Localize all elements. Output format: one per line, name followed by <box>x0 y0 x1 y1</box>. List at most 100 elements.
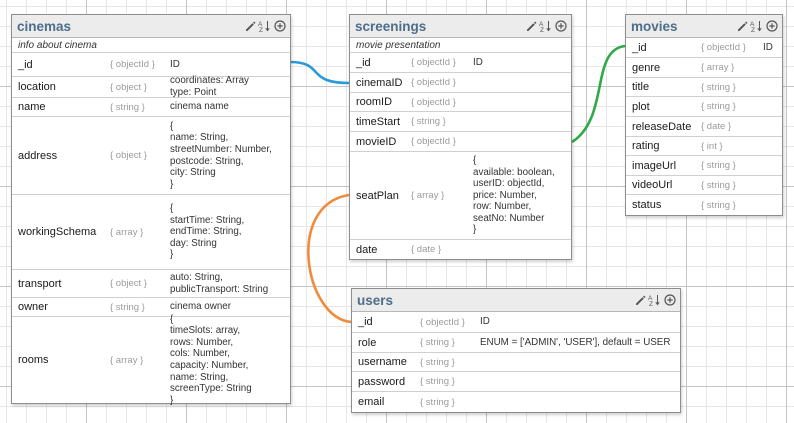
field-name: imageUrl <box>632 159 677 172</box>
svg-text:A: A <box>258 21 263 28</box>
field-row[interactable]: roomID { objectId } <box>350 93 571 112</box>
field-name: role <box>358 336 377 349</box>
field-type: { string } <box>411 116 446 127</box>
field-name: genre <box>632 61 661 74</box>
field-name: _id <box>632 41 647 54</box>
field-row[interactable]: genre{ array } <box>626 58 782 78</box>
pencil-icon[interactable] <box>735 20 748 33</box>
field-name: password <box>358 375 406 388</box>
svg-text:A: A <box>750 21 755 28</box>
field-row[interactable]: _id{ objectId }ID <box>12 53 290 77</box>
field-row[interactable]: imageUrl { string } <box>626 156 782 176</box>
field-note: ID <box>763 41 773 53</box>
field-row[interactable]: name{ string }cinema name <box>12 98 290 117</box>
field-row[interactable]: username { string } <box>352 353 680 372</box>
field-name: movieID <box>356 135 397 148</box>
field-row[interactable]: videoUrl{ string } <box>626 176 782 195</box>
field-row[interactable]: workingSchema{ array }{ startTime: Strin… <box>12 195 290 270</box>
entity-title: movies <box>631 18 678 34</box>
add-circle-icon[interactable] <box>663 294 676 307</box>
field-row[interactable]: status{ string } <box>626 195 782 215</box>
add-circle-icon[interactable] <box>765 20 778 33</box>
entity-description: info about cinema <box>12 38 290 53</box>
field-row[interactable]: date { date } <box>350 240 571 259</box>
field-note: { name: String, streetNumber: Number, po… <box>170 120 272 190</box>
entity-title: cinemas <box>17 18 72 34</box>
field-type: { objectId } <box>411 77 456 88</box>
field-type: { string } <box>420 356 455 368</box>
field-row[interactable]: email{ string } <box>352 392 680 412</box>
field-row[interactable]: plot{ string } <box>626 97 782 117</box>
svg-text:Z: Z <box>259 27 263 32</box>
entity-description: movie presentation <box>350 38 571 53</box>
field-row[interactable]: seatPlan { array } { available: boolean, u… <box>350 152 571 240</box>
field-type: { string } <box>701 160 736 171</box>
field-row[interactable]: transport{ object }auto: String, publicT… <box>12 270 290 298</box>
svg-text:Z: Z <box>649 301 653 306</box>
field-note: ID <box>480 316 490 328</box>
relation-cinemas-screenings[interactable] <box>289 60 350 85</box>
field-note: cinema name <box>170 101 229 113</box>
field-type: { string } <box>420 337 455 348</box>
field-name: rooms <box>18 354 49 366</box>
field-name: roomID <box>356 96 393 108</box>
field-name: date <box>356 243 378 256</box>
relation-screenings-movies[interactable] <box>571 44 626 144</box>
field-type: { string } <box>420 376 455 387</box>
field-row[interactable]: _id{ objectId }ID <box>350 53 571 73</box>
field-row[interactable]: timeStart{ string } <box>350 112 571 132</box>
field-row[interactable]: location{ object }coordinates: Array typ… <box>12 75 290 98</box>
field-type: { array } <box>110 354 144 366</box>
field-note: cinema owner <box>170 301 231 313</box>
field-row[interactable]: rooms { array } { timeSlots: array, rows: … <box>12 314 290 406</box>
field-type: { objectId } <box>411 96 456 108</box>
field-type: { date } <box>411 244 442 255</box>
field-note: { available: boolean, userID: objectId, … <box>473 154 555 236</box>
relation-screenings-users[interactable] <box>307 193 352 324</box>
field-row[interactable]: releaseDate{ date } <box>626 117 782 137</box>
field-type: { array } <box>110 226 144 238</box>
field-row[interactable]: role { string } ENUM = ['ADMIN', 'USER'], … <box>352 333 680 353</box>
field-row[interactable]: _id{ objectId }ID <box>352 312 680 333</box>
field-type: { array } <box>411 190 445 201</box>
add-circle-icon[interactable] <box>554 20 567 33</box>
field-name: releaseDate <box>632 120 692 133</box>
field-row[interactable]: _id { objectId } ID <box>626 38 782 58</box>
svg-text:Z: Z <box>540 27 544 32</box>
pencil-icon[interactable] <box>633 294 646 307</box>
field-type: { string } <box>701 101 736 112</box>
field-name: email <box>358 396 385 408</box>
field-note: { timeSlots: array, rows: Number, cols: … <box>170 313 252 406</box>
pencil-icon[interactable] <box>243 20 256 33</box>
field-row[interactable]: address{ object }{ name: String, streetN… <box>12 117 290 195</box>
pencil-icon[interactable] <box>524 20 537 33</box>
field-name: username <box>358 356 407 368</box>
add-circle-icon[interactable] <box>273 20 286 33</box>
field-type: { string } <box>701 179 736 191</box>
field-row[interactable]: movieID{ objectId } <box>350 132 571 152</box>
field-type: { string } <box>701 81 736 93</box>
field-row[interactable]: rating{ int } <box>626 137 782 156</box>
field-note: ENUM = ['ADMIN', 'USER'], default = USER <box>480 336 671 348</box>
field-type: { object } <box>110 150 147 161</box>
field-type: { objectId } <box>701 42 746 53</box>
field-name: seatPlan <box>356 189 399 202</box>
field-row[interactable]: owner{ string }cinema owner <box>12 298 290 317</box>
entity-title: users <box>357 292 394 308</box>
field-type: { string } <box>701 199 736 211</box>
field-row[interactable]: cinemaID{ objectId } <box>350 73 571 93</box>
field-row[interactable]: password { string } <box>352 372 680 392</box>
field-row[interactable]: title{ string } <box>626 78 782 97</box>
